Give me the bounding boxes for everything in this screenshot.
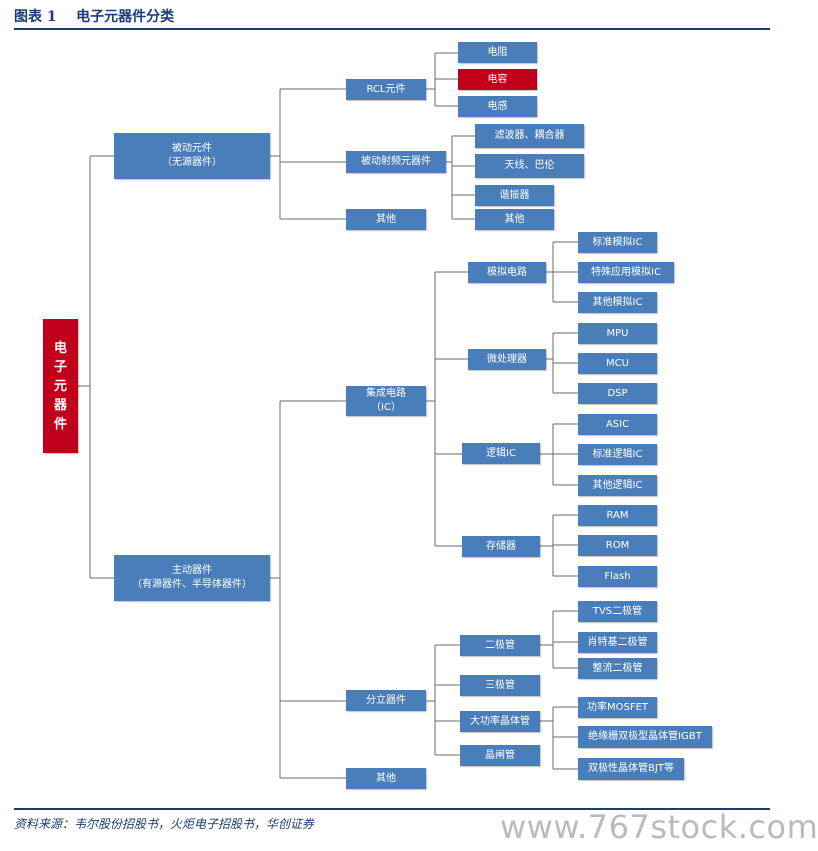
node-standard-analog-ic: 标准模拟IC [578,232,657,253]
node-microprocessor: 微处理器 [468,349,546,370]
node-dsp: DSP [578,383,657,404]
figure-title: 图表 1 电子元器件分类 [14,9,175,25]
node-memory: 存储器 [462,536,540,557]
node-rectifier-diode: 整流二极管 [578,658,657,679]
node-antenna-balun: 天线、巴伦 [475,154,584,178]
node-resistor: 电阻 [458,42,537,63]
node-rom: ROM [578,535,657,556]
node-mcu: MCU [578,353,657,374]
watermark: www.767stock.com [500,808,818,846]
node-other-logic-ic: 其他逻辑IC [578,475,657,496]
node-igbt: 绝缘栅双极型晶体管IGBT [578,726,712,748]
node-filter-coupler: 滤波器、耦合器 [475,124,584,148]
node-active-devices: 主动器件 （有源器件、半导体器件） [114,555,270,601]
top-rule [14,28,770,30]
node-inductor: 电感 [458,96,537,117]
node-other-analog-ic: 其他模拟IC [578,292,657,313]
node-integrated-circuit: 集成电路 （IC） [346,386,426,416]
node-analog-circuit: 模拟电路 [468,262,546,283]
node-tvs-diode: TVS二极管 [578,601,657,622]
node-active-other: 其他 [346,768,426,789]
node-asic: ASIC [578,414,657,435]
node-passive-components: 被动元件 （无源器件） [114,133,270,179]
node-power-mosfet: 功率MOSFET [578,697,657,718]
node-special-analog-ic: 特殊应用模拟IC [578,262,674,283]
node-bjt: 双极性晶体管BJT等 [578,758,684,780]
bottom-rule [14,808,770,810]
node-capacitor: 电容 [458,69,537,90]
node-thyristor: 晶闸管 [460,745,540,766]
node-logic-ic: 逻辑IC [462,443,540,464]
node-flash: Flash [578,566,657,587]
node-passive-other: 其他 [346,209,426,230]
node-rf-other: 其他 [475,209,554,230]
node-discrete-devices: 分立器件 [346,690,426,711]
node-mpu: MPU [578,323,657,344]
node-diode: 二极管 [460,635,540,656]
node-power-transistor: 大功率晶体管 [460,711,540,732]
node-passive-rf: 被动射频元器件 [346,151,446,173]
node-schottky-diode: 肖特基二极管 [578,632,657,653]
node-resonator: 谐振器 [475,185,554,206]
node-ram: RAM [578,505,657,526]
root-node-electronic-components: 电 子 元 器 件 [43,319,78,453]
node-rcl-components: RCL元件 [346,79,426,100]
node-standard-logic-ic: 标准逻辑IC [578,444,657,465]
node-triode: 三极管 [460,675,540,696]
source-note: 资料来源：韦尔股份招股书，火炬电子招股书，华创证券 [14,817,315,831]
